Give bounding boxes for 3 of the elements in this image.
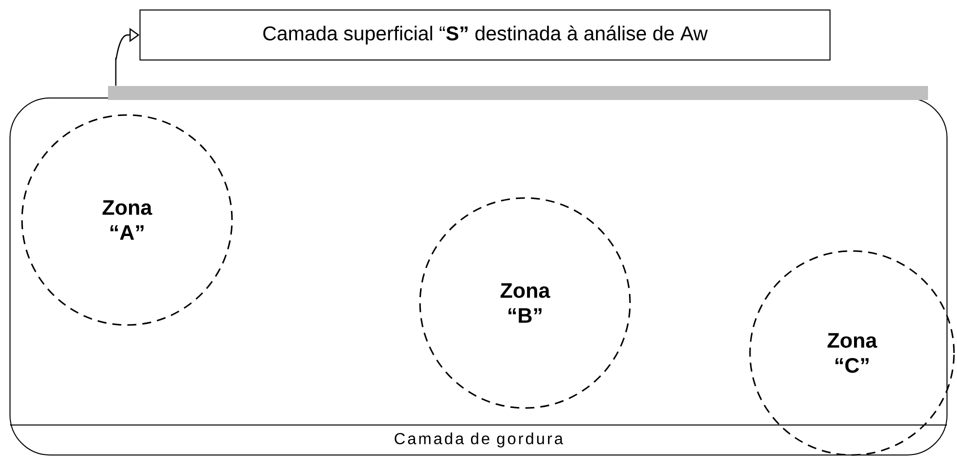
bent-arrow bbox=[115, 28, 140, 86]
surface-bar bbox=[108, 86, 928, 100]
label-box: Camada superficial “S” destinada à análise de Aw bbox=[140, 10, 831, 60]
